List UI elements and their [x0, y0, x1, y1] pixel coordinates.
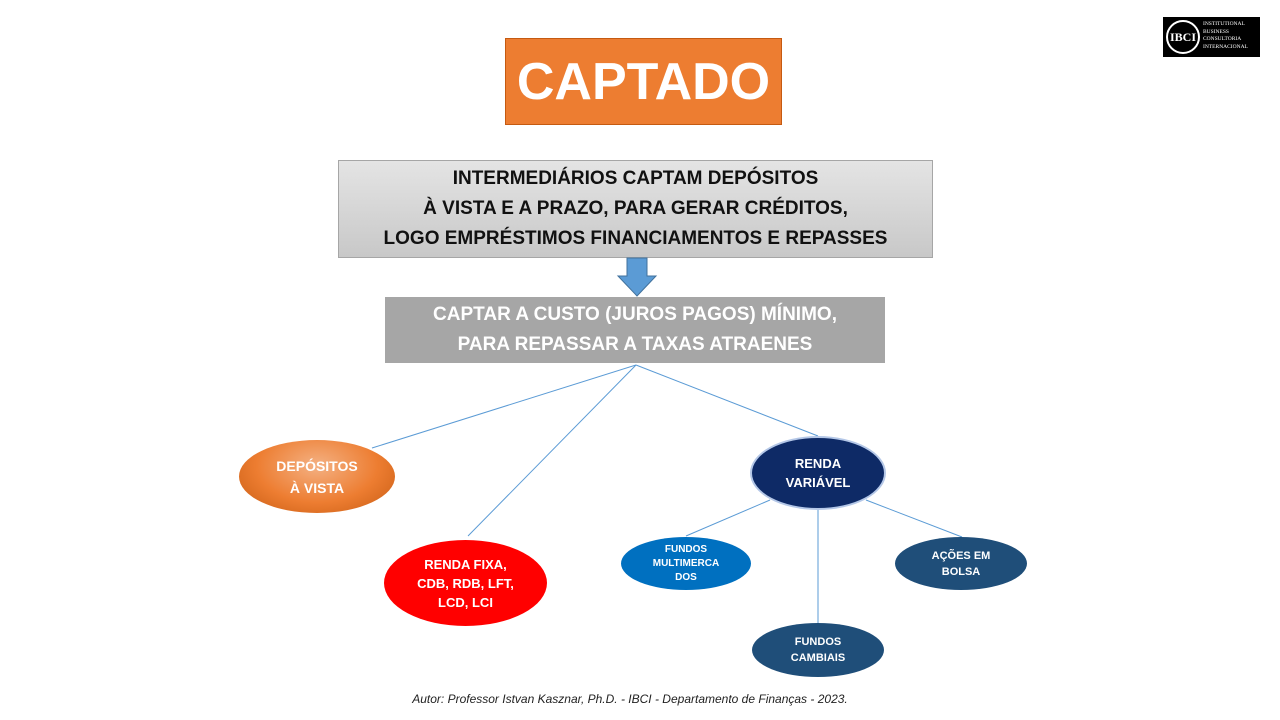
node-label: FUNDOS — [664, 543, 708, 555]
secondary-box-line: PARA REPASSAR A TAXAS ATRAENES — [457, 334, 813, 355]
logo-mark: IBCI — [1166, 20, 1200, 54]
node-label: CAMBIAIS — [790, 652, 846, 664]
down-arrow-icon — [616, 257, 658, 297]
node-renda-fixa: RENDA FIXA, CDB, RDB, LFT, LCD, LCI — [384, 540, 547, 626]
node-label: AÇÕES EM — [931, 549, 991, 562]
logo-line: BUSINESS — [1203, 28, 1229, 35]
node-renda-variavel: RENDA VARIÁVEL — [750, 436, 886, 510]
logo-line: CONSULTORIA — [1203, 36, 1242, 43]
node-label: MULTIMERCA — [652, 557, 720, 569]
node-label: VARIÁVEL — [785, 475, 851, 490]
ibci-logo: IBCI INSTITUTIONAL BUSINESS CONSULTORIA … — [1163, 17, 1260, 57]
connector-line — [865, 499, 963, 538]
connector-line — [371, 364, 637, 449]
node-label: LCD, LCI — [438, 594, 493, 610]
logo-line: INTERNACIONAL — [1203, 43, 1248, 50]
node-fundos-cambiais: FUNDOS CAMBIAIS — [752, 623, 884, 677]
connector-line — [685, 499, 771, 537]
node-label: DEPÓSITOS — [276, 457, 358, 474]
node-label: RENDA — [794, 456, 842, 471]
node-label: BOLSA — [941, 565, 981, 578]
connector-line — [467, 364, 637, 537]
main-box-line: LOGO EMPRÉSTIMOS FINANCIAMENTOS E REPASS… — [383, 228, 888, 249]
main-box-line: INTERMEDIÁRIOS CAPTAM DEPÓSITOS — [452, 168, 819, 189]
node-label: RENDA FIXA, — [424, 556, 507, 572]
logo-text: INSTITUTIONAL BUSINESS CONSULTORIA INTER… — [1203, 21, 1259, 51]
node-label: DOS — [675, 571, 697, 583]
main-box-line: À VISTA E A PRAZO, PARA GERAR CRÉDITOS, — [423, 198, 848, 219]
node-label: À VISTA — [289, 479, 345, 496]
node-label: CDB, RDB, LFT, — [417, 575, 514, 591]
page-title: CAPTADO — [505, 38, 782, 125]
node-acoes-em-bolsa: AÇÕES EM BOLSA — [895, 537, 1027, 590]
secondary-box-line: CAPTAR A CUSTO (JUROS PAGOS) MÍNIMO, — [433, 304, 837, 325]
node-fundos-multimercados: FUNDOS MULTIMERCA DOS — [621, 537, 751, 590]
secondary-box: CAPTAR A CUSTO (JUROS PAGOS) MÍNIMO, PAR… — [385, 297, 885, 363]
main-description-box: INTERMEDIÁRIOS CAPTAM DEPÓSITOS À VISTA … — [338, 160, 933, 258]
node-depositos-a-vista: DEPÓSITOS À VISTA — [239, 440, 395, 513]
author-footer: Autor: Professor Istvan Kasznar, Ph.D. -… — [412, 692, 848, 706]
logo-line: INSTITUTIONAL — [1203, 21, 1245, 27]
node-label: FUNDOS — [794, 636, 842, 648]
connector-line — [635, 364, 819, 437]
